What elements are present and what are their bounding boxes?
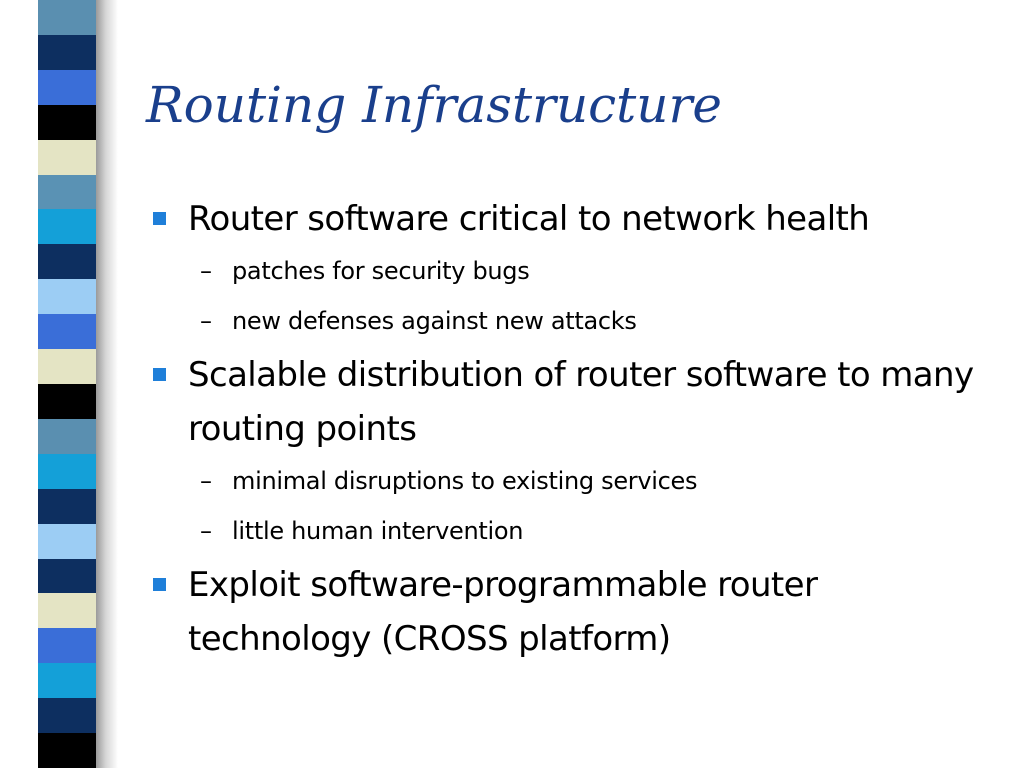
sub-bullet-text: little human intervention xyxy=(232,517,524,545)
stripe-segment xyxy=(38,698,96,734)
sub-bullet-text: minimal disruptions to existing services xyxy=(232,467,698,495)
stripe-segment xyxy=(38,383,96,419)
stripe-segment xyxy=(38,593,96,629)
stripe-shadow xyxy=(96,0,118,768)
bullet-item: Exploit software-programmable router tec… xyxy=(150,558,995,666)
bullet-text: Router software critical to network heal… xyxy=(188,199,870,239)
sub-bullet-item: – patches for security bugs xyxy=(150,246,995,296)
stripe-segment xyxy=(38,244,96,280)
bullet-text: Exploit software-programmable router tec… xyxy=(188,565,818,659)
dash-marker: – xyxy=(200,467,212,495)
slide-title: Routing Infrastructure xyxy=(146,76,722,134)
stripe-segment xyxy=(38,279,96,315)
stripe-segment xyxy=(38,733,96,768)
stripe-segment xyxy=(38,139,96,175)
stripe-segment xyxy=(38,628,96,664)
stripe-segment xyxy=(38,69,96,105)
slide-body: Router software critical to network heal… xyxy=(150,192,995,666)
stripe-segment xyxy=(38,523,96,559)
stripe-segment xyxy=(38,558,96,594)
stripe-segment xyxy=(38,0,96,35)
bullet-text: Scalable distribution of router software… xyxy=(188,355,974,449)
stripe-segment xyxy=(38,34,96,70)
sub-bullet-item: – minimal disruptions to existing servic… xyxy=(150,456,995,506)
stripe-segment xyxy=(38,488,96,524)
stripe-segment xyxy=(38,104,96,140)
stripe-segment xyxy=(38,349,96,384)
stripe-segment xyxy=(38,174,96,210)
sub-bullet-text: new defenses against new attacks xyxy=(232,307,637,335)
sub-bullet-item: – little human intervention xyxy=(150,506,995,556)
square-bullet-icon xyxy=(153,212,166,225)
square-bullet-icon xyxy=(153,578,166,591)
decorative-stripe-bar xyxy=(38,0,96,768)
stripe-segment xyxy=(38,663,96,699)
dash-marker: – xyxy=(200,517,212,545)
bullet-item: Router software critical to network heal… xyxy=(150,192,995,246)
stripe-segment xyxy=(38,209,96,245)
sub-bullet-item: – new defenses against new attacks xyxy=(150,296,995,346)
stripe-segment xyxy=(38,418,96,454)
stripe-segment xyxy=(38,453,96,489)
square-bullet-icon xyxy=(153,368,166,381)
sub-bullet-text: patches for security bugs xyxy=(232,257,530,285)
stripe-segment xyxy=(38,314,96,350)
bullet-item: Scalable distribution of router software… xyxy=(150,348,995,456)
dash-marker: – xyxy=(200,307,212,335)
dash-marker: – xyxy=(200,257,212,285)
